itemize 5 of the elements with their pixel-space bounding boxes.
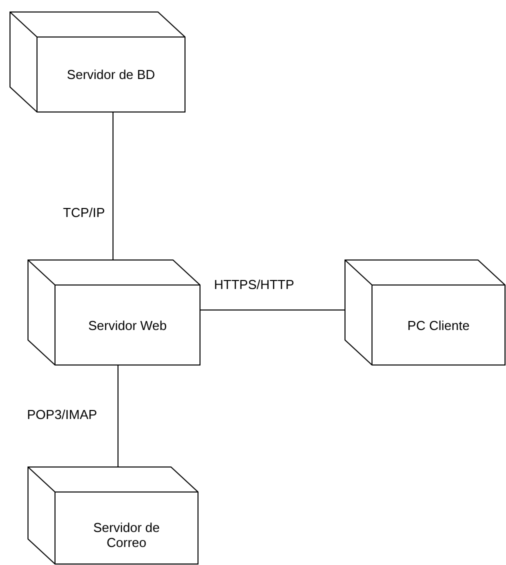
- node-label: Servidor Web: [88, 318, 167, 332]
- node-label: PC Cliente: [407, 318, 470, 332]
- node-label: Servidor de BD: [66, 67, 156, 82]
- node-label: Servidor de Correo: [92, 520, 161, 550]
- connector-line: [112, 112, 114, 260]
